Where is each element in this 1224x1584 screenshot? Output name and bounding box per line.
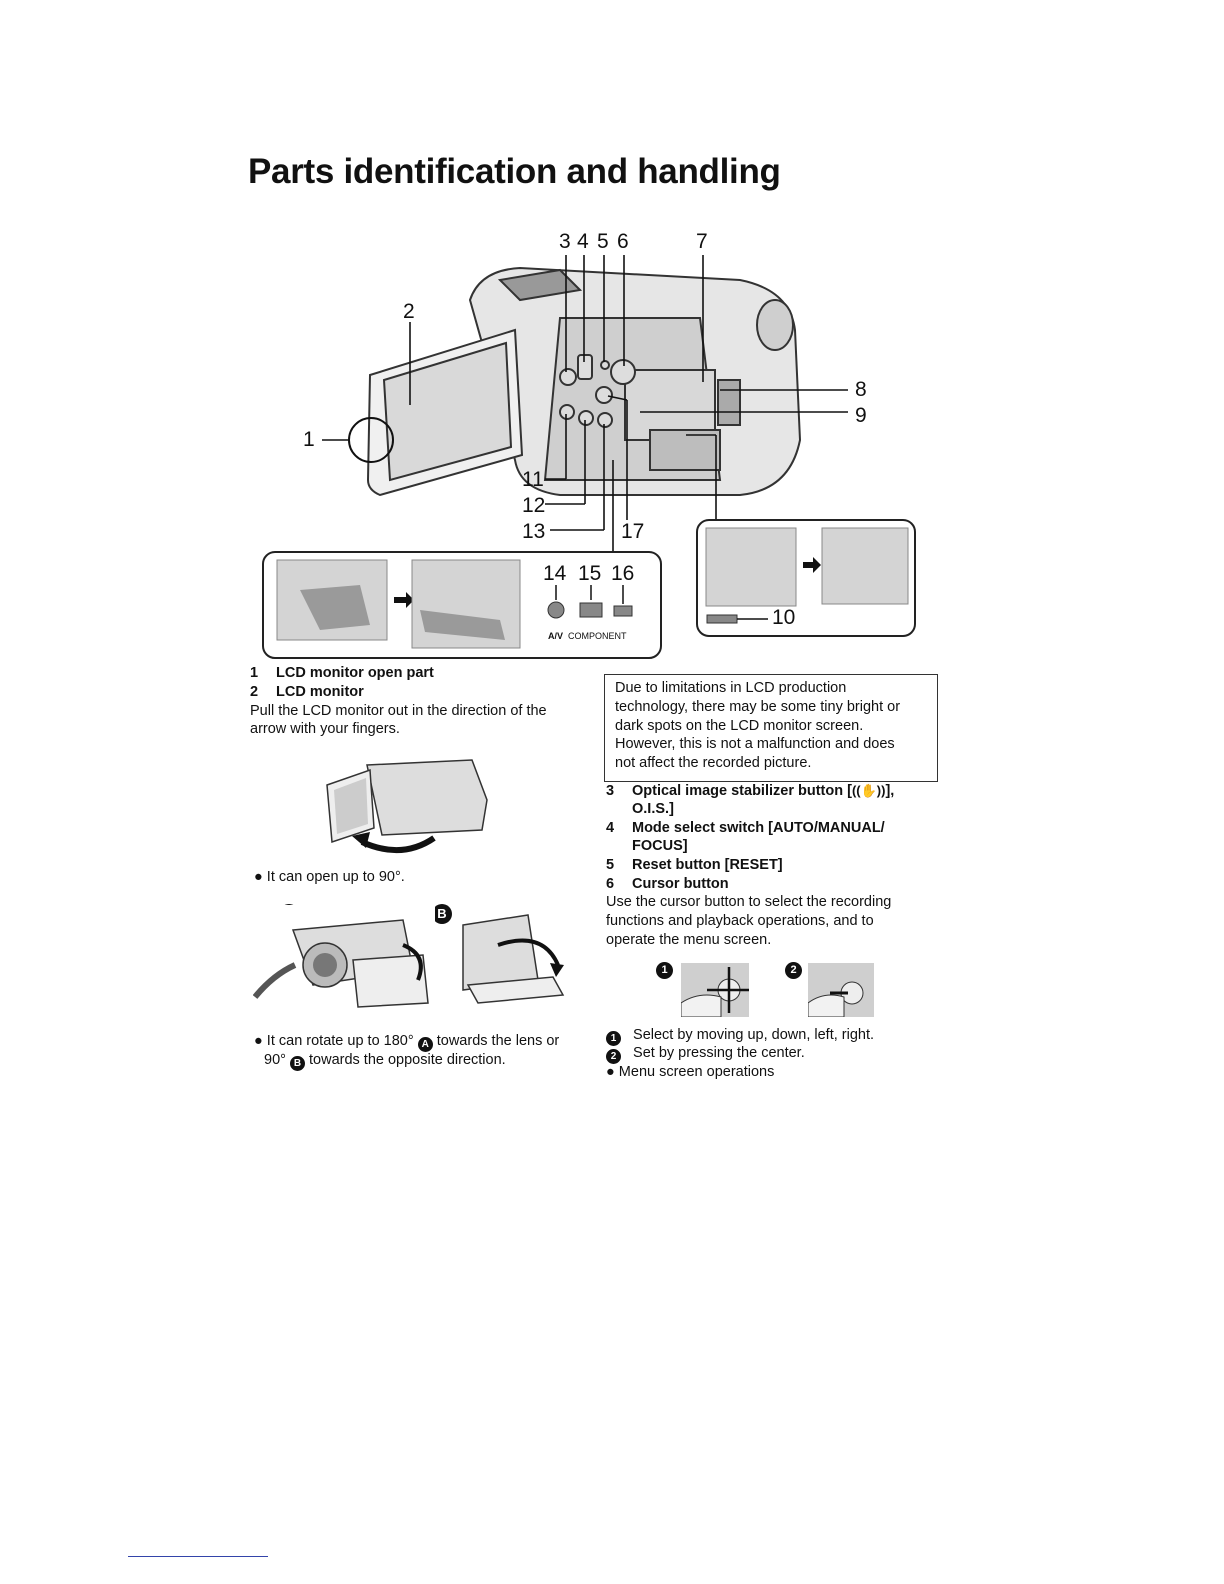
- cursor-text-3: operate the menu screen.: [606, 932, 772, 948]
- rotate-b-badge: B: [289, 1056, 305, 1071]
- pull-text-1: Pull the LCD monitor out in the directio…: [250, 703, 547, 719]
- camcorder-illustration: [366, 266, 802, 497]
- callout-9: 9: [855, 404, 867, 427]
- callout-3: 3: [559, 230, 571, 253]
- callout-10: 10: [772, 606, 796, 629]
- item-5-number: 5: [606, 857, 615, 873]
- lcd-rotate-figure-b: [458, 905, 570, 1010]
- lcd-rotate-figure-a: [253, 905, 435, 1010]
- jack-label-av: A/V: [548, 631, 564, 641]
- rotate-note: ● It can rotate up to 180° A towards the…: [254, 1033, 560, 1052]
- callout-7: 7: [696, 230, 708, 253]
- rotate-note-a-post: towards the lens or: [436, 1033, 560, 1049]
- item-4-label: Mode select switch [AUTO/MANUAL/: [632, 820, 885, 836]
- callout-5: 5: [597, 230, 609, 253]
- callout-2: 2: [403, 300, 415, 323]
- callout-14: 14: [543, 562, 567, 585]
- callout-6: 6: [617, 230, 629, 253]
- step-1: 1 Select by moving up, down, left, right…: [606, 1026, 874, 1046]
- callout-12: 12: [522, 494, 546, 517]
- step-1-badge: 1: [656, 962, 673, 979]
- item-4-line-2: FOCUS]: [632, 838, 688, 854]
- callout-4: 4: [577, 230, 589, 253]
- item-4-number: 4: [606, 820, 615, 836]
- callout-1: 1: [303, 428, 315, 451]
- pull-text-2: arrow with your fingers.: [250, 721, 400, 737]
- callout-17: 17: [621, 520, 645, 543]
- cursor-press-figure: [808, 963, 874, 1017]
- notice-line: not affect the recorded picture.: [615, 755, 812, 772]
- callout-13: 13: [522, 520, 546, 543]
- menu-note-text: Menu screen operations: [618, 1064, 775, 1080]
- step-2-badge: 2: [785, 962, 802, 979]
- cursor-text-2: functions and playback operations, and t…: [606, 913, 874, 929]
- item-6-number: 6: [606, 876, 615, 892]
- step-1-icon: 1: [606, 1031, 621, 1046]
- item-1: 1 LCD monitor open part: [250, 664, 434, 683]
- open-note: ● It can open up to 90°.: [254, 869, 405, 885]
- item-5: 5 Reset button [RESET]: [606, 856, 783, 875]
- hand-icon: ((✋)): [851, 783, 886, 798]
- menu-note: ● Menu screen operations: [606, 1064, 775, 1080]
- item-1-number: 1: [250, 665, 259, 681]
- item-3-number: 3: [606, 783, 615, 799]
- notice-line: dark spots on the LCD monitor screen.: [615, 717, 864, 734]
- item-6: 6 Cursor button: [606, 875, 729, 894]
- item-2: 2 LCD monitor: [250, 683, 364, 702]
- rotate-note-b-pre: 90°: [264, 1052, 286, 1068]
- item-5-label: Reset button [RESET]: [632, 857, 783, 873]
- item-6-label: Cursor button: [632, 876, 729, 892]
- lcd-open-figure: [322, 750, 502, 858]
- item-2-number: 2: [250, 684, 259, 700]
- item-2-label: LCD monitor: [276, 684, 364, 700]
- callout-16: 16: [611, 562, 635, 585]
- figure-b-label: B: [432, 904, 452, 924]
- callout-15: 15: [578, 562, 602, 585]
- footer-rule: [128, 1556, 268, 1557]
- item-3-line-2: O.I.S.]: [632, 801, 674, 817]
- lcd-notice-box: Due to limitations in LCD production tec…: [604, 674, 938, 782]
- callout-11: 11: [522, 468, 544, 491]
- open-note-text: It can open up to 90°.: [266, 869, 405, 885]
- item-3-label: Optical image stabilizer button [: [632, 783, 852, 799]
- notice-line: However, this is not a malfunction and d…: [615, 736, 895, 753]
- rotate-note-line-2: 90° B towards the opposite direction.: [264, 1051, 506, 1071]
- notice-line: technology, there may be some tiny brigh…: [615, 698, 901, 715]
- item-3: 3 Optical image stabilizer button [((✋))]…: [606, 782, 894, 801]
- item-3-label-end: ],: [885, 783, 895, 799]
- callout-8: 8: [855, 378, 867, 401]
- cursor-move-figure: [681, 963, 749, 1017]
- step-1-text: Select by moving up, down, left, right.: [633, 1027, 875, 1043]
- rotate-note-b-post: towards the opposite direction.: [309, 1052, 506, 1068]
- jack-label-component: COMPONENT: [568, 631, 627, 641]
- rotate-note-a-pre: It can rotate up to 180°: [266, 1033, 414, 1049]
- rotate-a-badge: A: [417, 1037, 433, 1052]
- page-title: Parts identification and handling: [248, 152, 781, 191]
- cursor-text-1: Use the cursor button to select the reco…: [606, 894, 892, 910]
- item-1-label: LCD monitor open part: [276, 665, 434, 681]
- notice-line: Due to limitations in LCD production: [615, 680, 847, 696]
- step-2-text: Set by pressing the center.: [633, 1045, 805, 1061]
- camcorder-diagram: [260, 225, 920, 665]
- step-2-icon: 2: [606, 1049, 621, 1064]
- step-2: 2 Set by pressing the center.: [606, 1044, 805, 1064]
- item-4: 4 Mode select switch [AUTO/MANUAL/: [606, 819, 885, 838]
